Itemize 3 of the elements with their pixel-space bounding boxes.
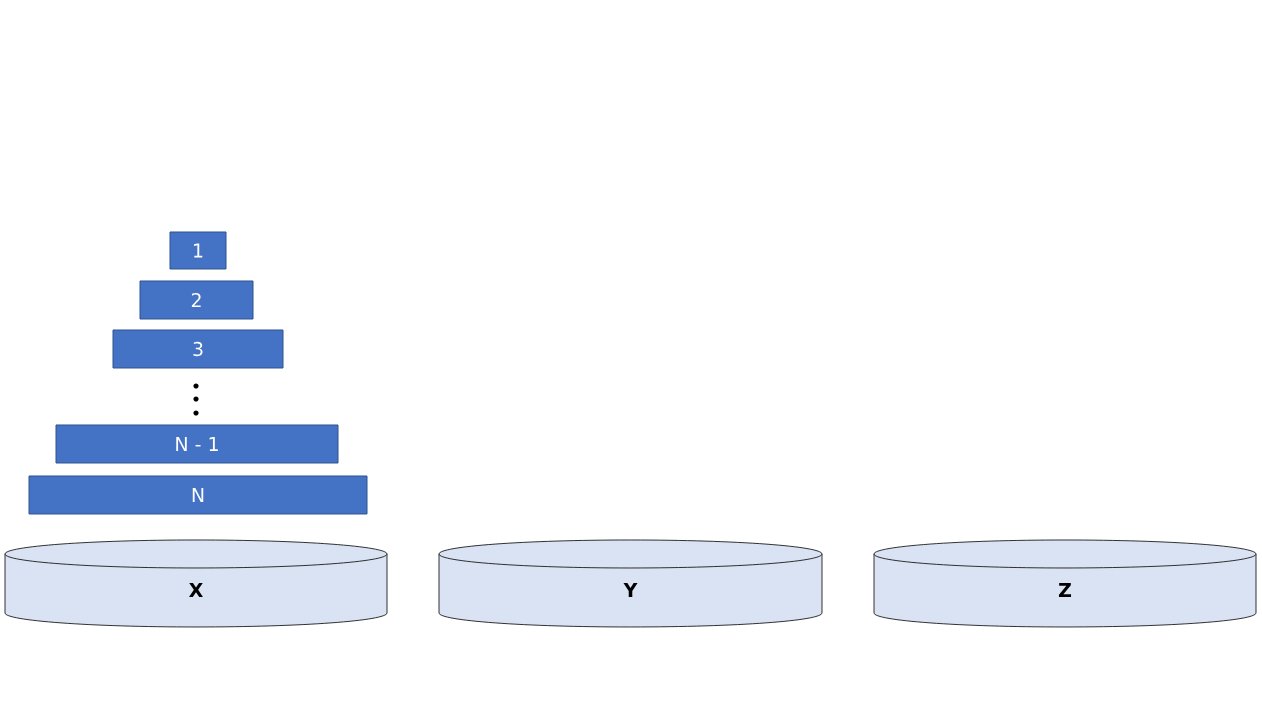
cylinder-platform: Y [438, 539, 823, 628]
cylinder-platform: X [4, 539, 388, 628]
cylinder-platform: Z [873, 539, 1257, 628]
